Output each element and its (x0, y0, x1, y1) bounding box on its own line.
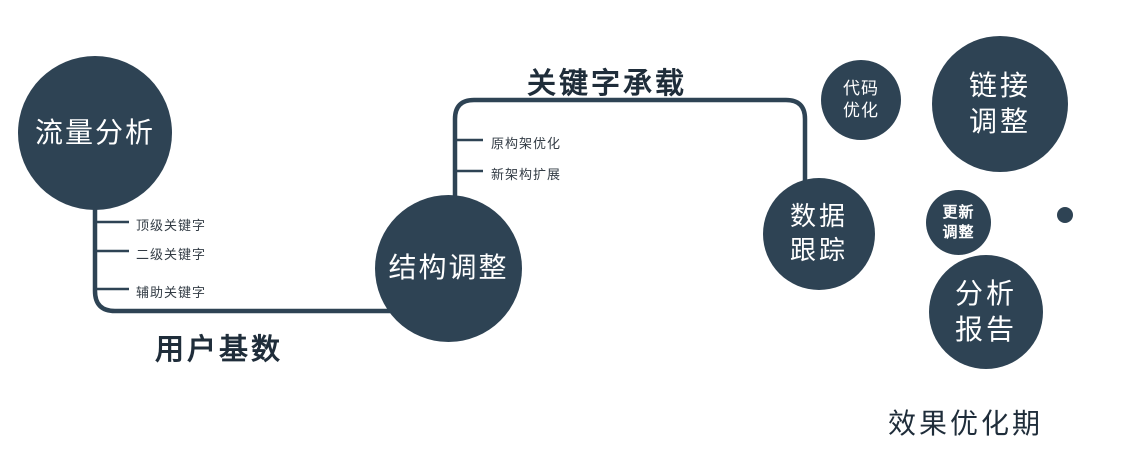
node-code-optimization: 代码 优化 (821, 60, 901, 140)
node-update-adjustment-label: 更新 调整 (942, 203, 974, 242)
node-data-tracking: 数据 跟踪 (763, 178, 875, 290)
tick-label-secondary-keywords: 二级关键字 (136, 247, 207, 262)
connector-structure-to-tracking (452, 97, 808, 200)
node-link-adjustment: 链接 调整 (932, 36, 1068, 172)
node-analysis-report: 分析 报告 (929, 255, 1043, 369)
node-code-optimization-label: 代码 优化 (843, 78, 879, 122)
node-label-line: 更新 (942, 204, 975, 221)
connector-traffic-to-structure (92, 205, 400, 314)
tick-label-original-architecture: 原构架优化 (491, 136, 562, 151)
node-label-line: 跟踪 (789, 235, 848, 265)
node-data-tracking-label: 数据 跟踪 (790, 200, 848, 268)
node-label-line: 数据 (789, 201, 848, 232)
node-structure-adjustment-label: 结构调整 (388, 252, 509, 284)
node-traffic-analysis: 流量分析 (18, 56, 172, 210)
node-structure-adjustment: 结构调整 (375, 195, 522, 342)
node-label-line: 链接 (968, 69, 1031, 101)
node-label-line: 报告 (954, 314, 1017, 345)
tick-label-new-architecture: 新架构扩展 (491, 167, 562, 182)
node-label-line: 代码 (843, 78, 879, 98)
tick-label-auxiliary-keywords: 辅助关键字 (136, 285, 207, 300)
tick-label-top-keywords: 顶级关键字 (136, 218, 207, 233)
node-link-adjustment-label: 链接 调整 (969, 68, 1031, 141)
node-update-adjustment: 更新 调整 (926, 190, 991, 255)
node-label-line: 优化 (843, 101, 879, 120)
node-analysis-report-label: 分析 报告 (955, 276, 1017, 349)
node-label-line: 分析 (954, 277, 1017, 309)
node-label-line: 调整 (968, 106, 1031, 137)
stage-label-effect-optimization: 效果优化期 (888, 408, 1044, 439)
node-label-line: 调整 (942, 223, 975, 241)
node-traffic-analysis-label: 流量分析 (34, 116, 155, 148)
edge-label-user-base: 用户基数 (155, 334, 284, 366)
bullet-dot (1057, 207, 1073, 223)
edge-label-keyword-carrying: 关键字承载 (527, 68, 688, 100)
